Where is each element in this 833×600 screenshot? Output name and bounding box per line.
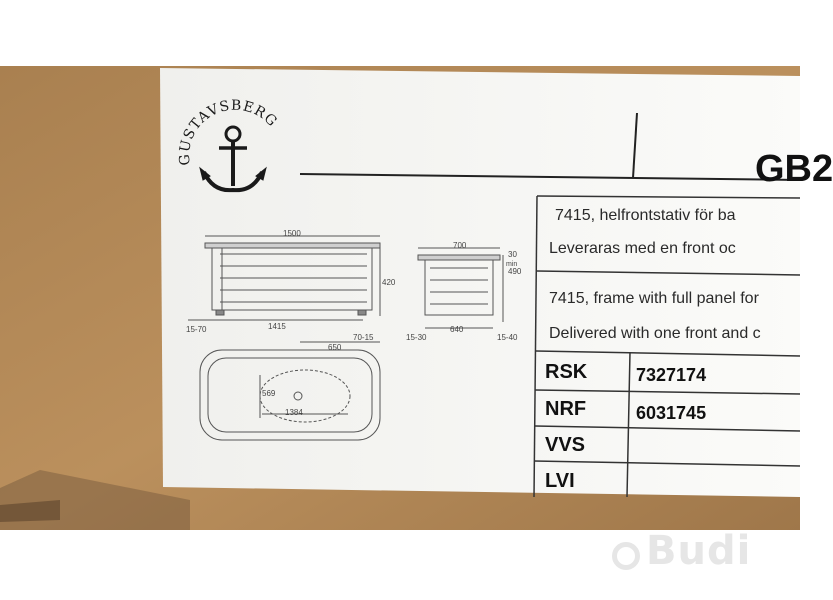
table-value-nrf: 6031745 — [636, 403, 707, 423]
description-en-line-2: Delivered with one front and c — [549, 325, 761, 342]
dim-end-width: 700 — [453, 241, 467, 250]
dim-end-left-adj: 15-30 — [406, 333, 427, 342]
tub-end-drawing — [417, 247, 504, 329]
dim-top-offset: 650 — [328, 343, 342, 352]
dim-side-right-adj: 70-15 — [353, 333, 374, 342]
dim-side-height: 420 — [382, 278, 396, 287]
dim-side-width: 1500 — [283, 229, 301, 238]
table-code-lvi: LVI — [545, 470, 575, 492]
table-code-nrf: NRF — [545, 398, 587, 420]
dim-end-top: 30 — [508, 250, 517, 259]
photo-scene: GUSTAVSBERG — [0, 66, 800, 530]
description-sv-line-2: Leveraras med en front oc — [549, 240, 736, 257]
dim-end-inner: 640 — [450, 325, 464, 334]
product-label — [160, 68, 800, 497]
table-code-vvs: VVS — [545, 434, 586, 456]
table-value-rsk: 7327174 — [636, 365, 707, 385]
watermark-text: Budi — [646, 528, 752, 574]
watermark: Budi — [612, 528, 782, 574]
dim-side-inner: 1415 — [268, 322, 286, 331]
anchor-logo-icon — [199, 125, 267, 193]
watermark-logo-icon — [612, 542, 640, 570]
dim-top-basin-height: 569 — [262, 389, 276, 398]
dim-end-height: 490 — [508, 267, 522, 276]
description-en-line-1: 7415, frame with full panel for — [549, 290, 759, 307]
description-sv-line-1: 7415, helfrontstativ för ba — [555, 207, 736, 224]
table-code-rsk: RSK — [545, 361, 588, 383]
dim-end-min: min — [506, 261, 518, 268]
dim-end-right-adj: 15-40 — [497, 333, 518, 342]
dim-side-left-adj: 15-70 — [186, 325, 207, 334]
tub-side-drawing — [188, 235, 381, 321]
tub-plan-drawing — [199, 341, 381, 441]
model-code: GB2 — [755, 148, 833, 190]
dim-top-basin-length: 1384 — [285, 408, 303, 417]
